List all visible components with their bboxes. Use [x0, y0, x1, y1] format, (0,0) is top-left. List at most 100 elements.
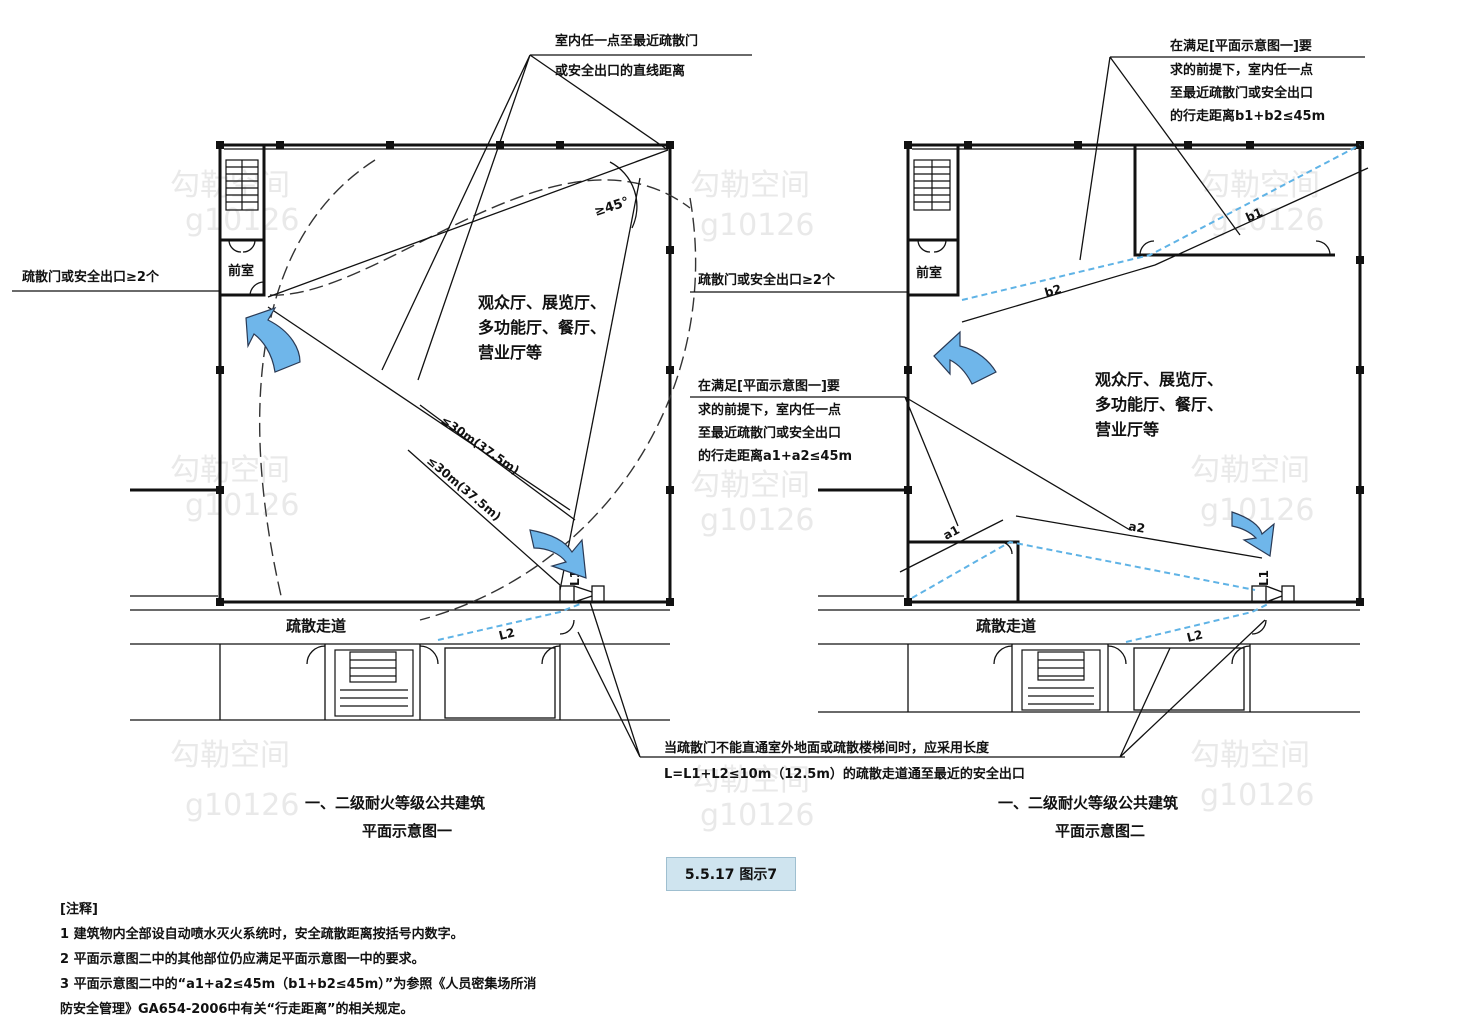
- watermark-code: g10126: [185, 788, 299, 823]
- exit-arrow-icon: [1231, 511, 1275, 557]
- corridor-label: 疏散走道: [286, 617, 346, 635]
- shared-callout-line2: L=L1+L2≤10m（12.5m）的疏散走道通至最近的安全出口: [664, 766, 1025, 782]
- inner-room-walls: [908, 540, 1020, 602]
- stair-core: [218, 143, 266, 297]
- l2-label: L2: [497, 625, 516, 642]
- hall-label-line3: 营业厅等: [478, 343, 542, 362]
- dim-b-lines: [961, 167, 1369, 323]
- dim-line-2: [407, 449, 561, 586]
- corridor-route: [1125, 603, 1269, 643]
- callout-b-line3: 至最近疏散门或安全出口: [1170, 85, 1313, 101]
- watermark-code: g10126: [700, 208, 814, 243]
- wall-rect: [1133, 647, 1245, 711]
- route-b: [961, 144, 1361, 301]
- watermarks: 勾勒空间 g10126 勾勒空间 g10126 勾勒空间 g10126 勾勒空间…: [170, 168, 1324, 833]
- plan2-caption-line2: 平面示意图二: [1055, 822, 1145, 840]
- watermark-text: 勾勒空间: [170, 168, 290, 203]
- angle-label: ≥45°: [593, 195, 631, 220]
- inner-room-walls: [1133, 145, 1335, 257]
- stair-core: [906, 143, 960, 297]
- l2-label: L2: [1185, 627, 1204, 644]
- figure-tag: 5.5.17 图示7: [666, 857, 796, 891]
- watermark-text: 勾勒空间: [690, 168, 810, 203]
- plan-2: 前室 疏散走道: [690, 38, 1369, 840]
- line-to-exit: [267, 306, 571, 511]
- exit-arrow-icon: [245, 306, 301, 373]
- plan1-caption-line1: 一、二级耐火等级公共建筑: [305, 794, 485, 812]
- watermark-text: 勾勒空间: [170, 738, 290, 773]
- max-line-top: [267, 149, 669, 298]
- shared-callout-leader: [577, 601, 1266, 758]
- notes-title: [注释]: [60, 902, 98, 917]
- note-item: 1 建筑物内全部设自动喷水灭火系统时，安全疏散距离按括号内数字。: [60, 927, 464, 942]
- callout-a-line2: 求的前提下，室内任一点: [698, 402, 841, 418]
- hall-label-line3: 营业厅等: [1095, 420, 1159, 439]
- shared-callout-line1: 当疏散门不能直通室外地面或疏散楼梯间时，应采用长度: [664, 740, 990, 756]
- hall-label-line2: 多功能厅、餐厅、: [478, 318, 606, 337]
- callout-leader: [381, 54, 752, 381]
- watermark-text: 勾勒空间: [1190, 453, 1310, 488]
- watermark-text: 勾勒空间: [690, 468, 810, 503]
- vestibule-label: 前室: [916, 265, 942, 281]
- wall-rect: [444, 647, 556, 719]
- callout-straight-line1: 室内任一点至最近疏散门: [555, 33, 698, 49]
- b1-label: b1: [1244, 205, 1265, 225]
- exit-door-icon: [559, 585, 605, 603]
- hall-label-line1: 观众厅、展览厅、: [478, 293, 606, 312]
- stair-icon: [913, 159, 951, 211]
- dim-line-1: [419, 404, 576, 521]
- callout-a-line3: 至最近疏散门或安全出口: [698, 425, 841, 441]
- a2-label: a2: [1127, 519, 1146, 536]
- corridor-door-icons: [993, 619, 1267, 665]
- plan2-caption-line1: 一、二级耐火等级公共建筑: [998, 794, 1178, 812]
- watermark-text: 勾勒空间: [690, 763, 810, 798]
- exit-arrow-icon: [933, 330, 997, 385]
- note-item: 3 平面示意图二中的“a1+a2≤45m（b1+b2≤45m）”为参照《人员密集…: [60, 977, 537, 992]
- route-a: [911, 540, 1256, 599]
- shared-callout: 当疏散门不能直通室外地面或疏散楼梯间时，应采用长度 L=L1+L2≤10m（12…: [577, 601, 1266, 782]
- note-item: 2 平面示意图二中的其他部位仍应满足平面示意图一中的要求。: [60, 952, 425, 967]
- exit-door-icon: [1251, 585, 1295, 603]
- watermark-code: g10126: [700, 798, 814, 833]
- dim-a-lines: [899, 515, 1263, 573]
- stair-icon: [334, 649, 414, 717]
- exit-to-corner-line: [559, 177, 641, 591]
- watermark-code: g10126: [700, 503, 814, 538]
- room-door-icon: [1139, 240, 1331, 256]
- reach-arc-left: [258, 159, 376, 601]
- exit-arrow-icon: [529, 529, 587, 579]
- vestibule-door-icon: [917, 239, 947, 253]
- watermark-code: g10126: [1200, 493, 1314, 528]
- callout-b-line1: 在满足[平面示意图一]要: [1170, 38, 1312, 54]
- reach-arc-right: [419, 197, 697, 621]
- plan1-caption-line2: 平面示意图一: [362, 822, 452, 840]
- vestibule-label: 前室: [228, 263, 254, 279]
- exit-door-icon: [249, 281, 265, 297]
- corridor-door-icons: [306, 619, 575, 665]
- watermark-text: 勾勒空间: [1200, 168, 1320, 203]
- callout-b-line4: 的行走距离b1+b2≤45m: [1170, 108, 1325, 124]
- callout-straight-line2: 或安全出口的直线距离: [555, 63, 685, 79]
- dist-label-2: ≤30m(37.5m): [424, 454, 504, 524]
- callout-a-line4: 的行走距离a1+a2≤45m: [698, 448, 852, 464]
- note-item: 防安全管理》GA654-2006中有关“行走距离”的相关规定。: [60, 1002, 414, 1017]
- corridor-lines: [818, 609, 1360, 713]
- watermark-text: 勾勒空间: [170, 453, 290, 488]
- corridor-partitions: [907, 644, 1251, 712]
- callout-a-leader: [690, 396, 1131, 531]
- exit-count-label: 疏散门或安全出口≥2个: [698, 272, 836, 288]
- callout-a-line1: 在满足[平面示意图一]要: [698, 378, 840, 394]
- corridor-route: [437, 603, 581, 641]
- reach-arc-upper: [269, 179, 691, 296]
- callout-b-leader: [1079, 56, 1365, 261]
- hall-label-line1: 观众厅、展览厅、: [1095, 370, 1223, 389]
- a1-label: a1: [941, 523, 962, 543]
- exit-count-label: 疏散门或安全出口≥2个: [22, 269, 160, 285]
- hall-label-line2: 多功能厅、餐厅、: [1095, 395, 1223, 414]
- angle-arc: [609, 161, 638, 229]
- notes: [注释] 1 建筑物内全部设自动喷水灭火系统时，安全疏散距离按括号内数字。 2 …: [60, 897, 780, 1022]
- corridor-label: 疏散走道: [976, 617, 1036, 635]
- l1-label: L1: [1257, 570, 1271, 586]
- b2-label: b2: [1043, 282, 1063, 300]
